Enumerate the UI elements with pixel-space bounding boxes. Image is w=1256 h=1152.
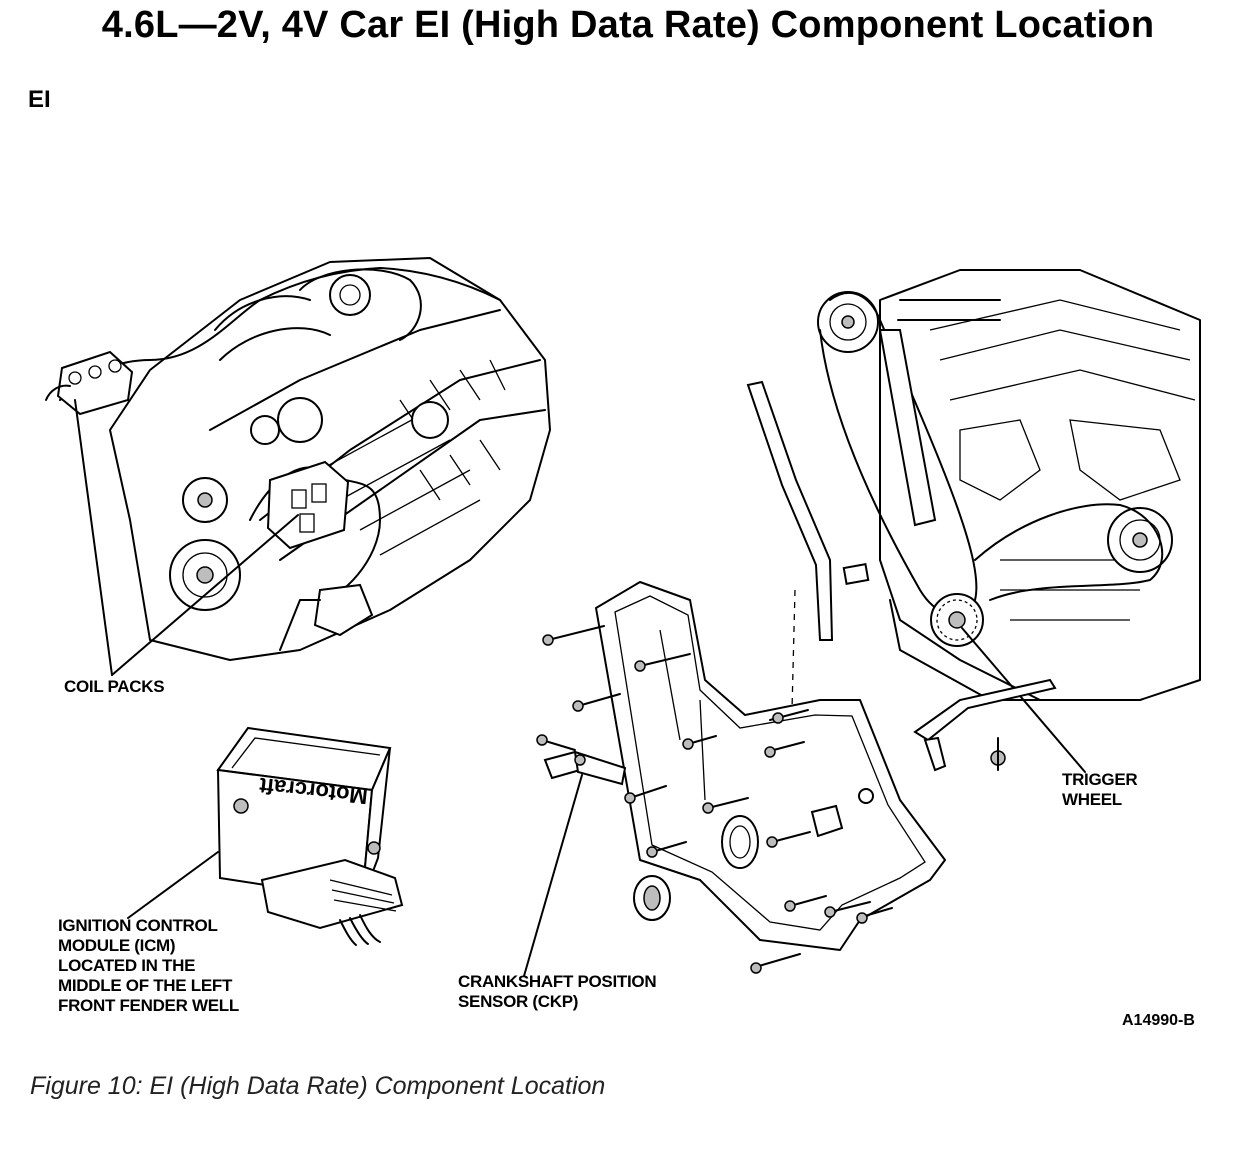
label-ckp: CRANKSHAFT POSITION SENSOR (CKP) — [458, 972, 657, 1011]
coil-packs-leaders — [74, 399, 299, 676]
assembly-line-dashed — [791, 589, 796, 711]
label-coil-packs: COIL PACKS — [64, 677, 165, 696]
timing-cover-illustration — [543, 581, 1057, 951]
section-label: EI — [28, 86, 51, 113]
engine-top-view-illustration — [45, 257, 551, 661]
icm-module-illustration: Motorcraft — [216, 726, 404, 946]
page-title: 4.6L—2V, 4V Car EI (High Data Rate) Comp… — [101, 4, 1155, 46]
label-trigger-wheel: TRIGGER WHEEL — [1062, 770, 1138, 809]
figure-code: A14990-B — [1122, 1012, 1195, 1029]
icm-leader — [127, 851, 219, 919]
label-icm: IGNITION CONTROL MODULE (ICM) LOCATED IN… — [58, 916, 239, 1015]
timing-cover-bolts — [536, 625, 893, 974]
trigger-wheel-leader — [961, 627, 1086, 773]
engine-front-view-illustration — [746, 269, 1201, 701]
figure-caption: Figure 10: EI (High Data Rate) Component… — [30, 1072, 606, 1100]
ckp-leader — [523, 774, 583, 977]
